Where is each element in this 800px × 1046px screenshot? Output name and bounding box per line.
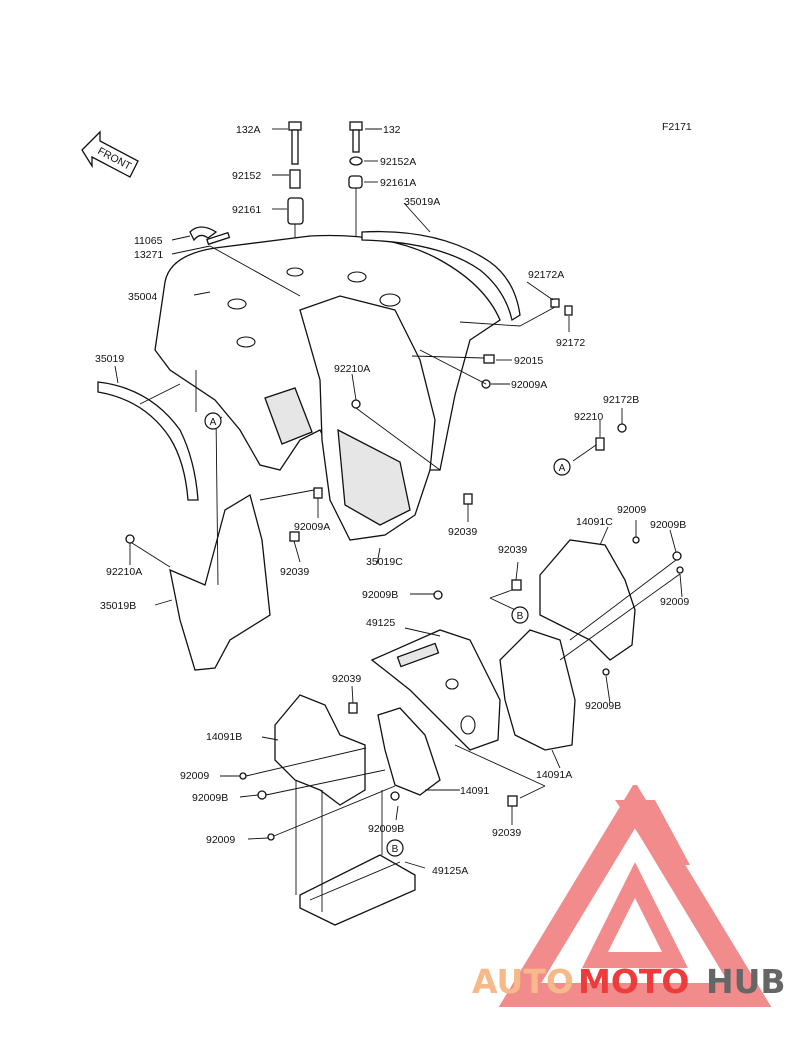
front-arrow-icon: FRONT (81, 130, 139, 178)
part-label: 92009A (511, 379, 547, 391)
part-label: 92039 (332, 673, 361, 685)
panel-14091b (274, 694, 366, 806)
part-label: 92009B (362, 589, 398, 601)
svg-text:B: B (392, 844, 399, 855)
trim-35019 (97, 381, 199, 501)
leader-lines (114, 128, 683, 912)
part-label: 92009 (206, 834, 235, 846)
collar-92161-icon (287, 197, 304, 225)
tray-49125a (299, 854, 416, 926)
part-label: 92210 (574, 411, 603, 423)
svg-text:A: A (210, 417, 217, 428)
part-label: 92009B (368, 823, 404, 835)
ref-marker-a-top: A (204, 412, 222, 430)
part-label: 92161A (380, 177, 416, 189)
bolt-132a-icon (288, 121, 302, 165)
part-label: 92009B (192, 792, 228, 804)
panel-14091a (499, 629, 576, 751)
part-label: 92039 (280, 566, 309, 578)
part-label: 92172A (528, 269, 564, 281)
part-label: 14091C (576, 516, 613, 528)
part-label: 14091A (536, 769, 572, 781)
part-label: 132 (383, 124, 401, 136)
part-label: 92009A (294, 521, 330, 533)
part-label: 35019A (404, 196, 440, 208)
part-label: 49125 (366, 617, 395, 629)
cover-49125 (370, 629, 501, 751)
part-label: 92039 (492, 827, 521, 839)
part-label: 13271 (134, 249, 163, 261)
washer-92152a-icon (349, 156, 363, 166)
ref-marker-b-bottom: B (386, 839, 404, 857)
bolt-132-icon (349, 121, 363, 153)
part-label: 92009 (617, 504, 646, 516)
part-label: 35004 (128, 291, 157, 303)
part-label: 92161 (232, 204, 261, 216)
part-label: 49125A (432, 865, 468, 877)
svg-text:B: B (517, 611, 524, 622)
washer-92152-icon (289, 169, 301, 189)
part-labels: 132A 132 92152A 92152 92161A 92161 35019… (95, 124, 689, 877)
part-label: 14091 (460, 785, 489, 797)
collar-92161a-icon (348, 175, 363, 189)
part-label: 92152 (232, 170, 261, 182)
part-label: 35019C (366, 556, 403, 568)
figure-code: F2171 (662, 121, 692, 133)
part-label: 132A (236, 124, 261, 136)
part-label: 92015 (514, 355, 543, 367)
part-label: 35019 (95, 353, 124, 365)
part-label: 92172B (603, 394, 639, 406)
automotohub-logo: AUTO MOTO HUB (472, 785, 786, 1007)
trim-35019a (361, 230, 521, 322)
part-label: 92172 (556, 337, 585, 349)
part-label: 92210A (106, 566, 142, 578)
part-label: 14091B (206, 731, 242, 743)
part-label: 11065 (134, 235, 163, 247)
logo-text-auto: AUTO (472, 962, 574, 1001)
guard-35019b (169, 493, 271, 671)
ref-marker-b-right: B (511, 606, 529, 624)
logo-text-moto: MOTO (578, 962, 689, 1001)
logo-text-hub: HUB (706, 962, 786, 1001)
part-label: 92210A (334, 363, 370, 375)
inner-guard-35019c (299, 295, 436, 541)
part-label: 92152A (380, 156, 416, 168)
clip-11065-icon (189, 226, 218, 242)
panel-14091c (539, 539, 636, 661)
part-label: 92039 (448, 526, 477, 538)
ref-marker-a-right: A (553, 458, 571, 476)
svg-text:A: A (559, 463, 566, 474)
panel-14091 (377, 707, 441, 796)
part-label: 92039 (498, 544, 527, 556)
part-label: 92009B (650, 519, 686, 531)
pad-13271-icon (206, 231, 231, 246)
part-label: 92009B (585, 700, 621, 712)
part-label: 35019B (100, 600, 136, 612)
part-label: 92009 (660, 596, 689, 608)
part-label: 92009 (180, 770, 209, 782)
logo-triangle-icon (498, 785, 772, 1007)
